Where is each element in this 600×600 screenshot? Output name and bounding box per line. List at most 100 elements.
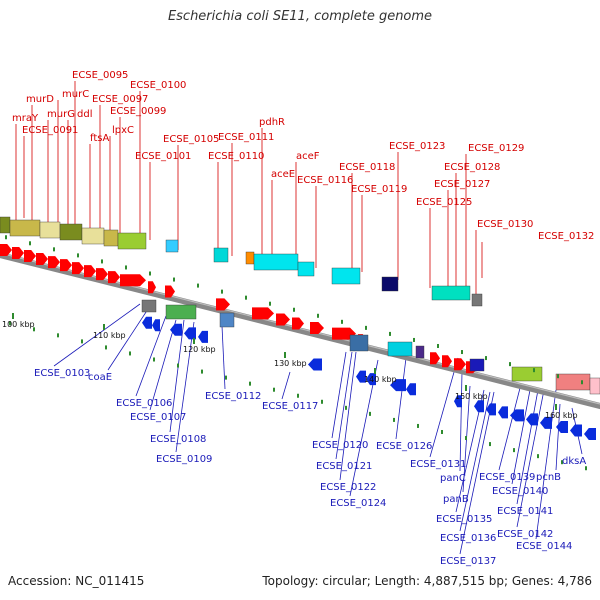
forward-gene-label: ECSE_0118 (339, 162, 395, 173)
forward-gene-arrow (310, 322, 324, 335)
track-dot (465, 436, 467, 441)
gene-feature (0, 216, 11, 234)
reverse-gene-label: ECSE_0106 (116, 398, 172, 409)
forward-gene-label: ECSE_0100 (130, 80, 186, 91)
forward-gene-arrow (430, 352, 440, 365)
forward-gene-label: lpxC (112, 125, 134, 136)
tick-mark (12, 313, 14, 319)
reverse-gene-arrow (142, 316, 152, 329)
connector-line (331, 351, 347, 439)
gene-feature (471, 293, 483, 307)
forward-gene-label: ECSE_0105 (163, 134, 219, 145)
tick-label: 100 kbp (2, 320, 35, 329)
forward-gene-arrow (148, 281, 156, 294)
track-dot (537, 454, 539, 459)
track-dot (57, 333, 59, 338)
connector-line (459, 391, 495, 555)
track-dot (177, 363, 179, 368)
reverse-gene-label: ECSE_0131 (410, 459, 466, 470)
track-dot (441, 429, 443, 434)
forward-gene-arrow (84, 265, 96, 278)
forward-gene-label: ECSE_0128 (444, 162, 500, 173)
connector-line (339, 351, 357, 481)
connector-line (281, 371, 291, 400)
track-dot (269, 301, 271, 306)
reverse-gene-arrow (170, 323, 182, 336)
track-dot (413, 337, 415, 342)
accession-text: Accession: NC_011415 (8, 574, 145, 588)
track-dot (273, 387, 275, 392)
forward-gene-label: murC (62, 89, 89, 100)
track-dot (585, 466, 587, 471)
tick-label: 140 kbp (364, 375, 397, 384)
reverse-gene-arrow (356, 370, 366, 383)
label-connectors (15, 81, 583, 555)
reverse-gene-arrow (366, 373, 376, 386)
reverse-gene-label: ECSE_0144 (516, 541, 572, 552)
forward-gene-label: ECSE_0091 (22, 125, 78, 136)
gene-feature (117, 232, 147, 250)
forward-gene-label: ECSE_0101 (135, 151, 191, 162)
tick-mark (193, 338, 195, 344)
track-dot (221, 289, 223, 294)
connector-line (459, 391, 491, 532)
reverse-gene-arrow (556, 420, 568, 433)
forward-gene-label: ddl (77, 109, 92, 120)
forward-gene-label: ECSE_0129 (468, 143, 524, 154)
track-dot (245, 295, 247, 300)
forward-gene-label: aceF (296, 151, 320, 162)
reverse-gene-label: ECSE_0120 (312, 440, 368, 451)
track-dot (393, 417, 395, 422)
forward-gene-label: ECSE_0095 (72, 70, 128, 81)
forward-gene-label: ftsA (90, 133, 109, 144)
reverse-gene-label: coaE (88, 372, 112, 383)
gene-feature (245, 251, 255, 265)
tick-label: 110 kbp (93, 331, 126, 340)
forward-gene-label: murD (26, 94, 54, 105)
tick-mark (374, 368, 376, 374)
track-dot (29, 241, 31, 246)
reverse-gene-label: ECSE_0103 (34, 368, 90, 379)
forward-gene-arrow (292, 317, 304, 330)
reverse-gene-arrow (184, 327, 196, 340)
tick-mark (465, 385, 467, 391)
track-dot (101, 259, 103, 264)
reverse-gene-arrow (540, 416, 552, 429)
reverse-gene-label: ECSE_0108 (150, 434, 206, 445)
track-dot (293, 307, 295, 312)
gene-feature (253, 253, 299, 271)
reverse-gene-label: ECSE_0124 (330, 498, 386, 509)
track-dot (9, 321, 11, 326)
reverse-gene-label: ECSE_0140 (492, 486, 548, 497)
reverse-gene-label: ECSE_0117 (262, 401, 318, 412)
forward-gene-label: ECSE_0123 (389, 141, 445, 152)
connector-line (516, 389, 545, 528)
reverse-gene-label: ECSE_0107 (130, 412, 186, 423)
connector-line (459, 371, 463, 472)
forward-gene-label: ECSE_0119 (351, 184, 407, 195)
connector-line (107, 305, 151, 371)
gene-feature (349, 334, 369, 352)
forward-gene-label: ECSE_0125 (416, 197, 472, 208)
forward-gene-arrow (120, 274, 146, 287)
gene-feature (9, 219, 41, 237)
gene-feature (589, 377, 600, 395)
gene-feature (469, 358, 485, 372)
reverse-gene-label: ECSE_0135 (436, 514, 492, 525)
forward-gene-label: ECSE_0097 (92, 94, 148, 105)
gene-feature (103, 229, 119, 247)
connector-line (53, 303, 141, 367)
track-dot (321, 399, 323, 404)
track-dot (485, 356, 487, 361)
reverse-gene-arrow (498, 406, 508, 419)
track-dot (249, 381, 251, 386)
forward-gene-arrow (12, 247, 24, 260)
reverse-gene-label: dksA (562, 456, 586, 467)
gene-feature (59, 223, 83, 241)
track-dot (341, 319, 343, 324)
gene-feature (511, 366, 543, 382)
track-dot (129, 351, 131, 356)
forward-gene-arrow (442, 355, 452, 368)
